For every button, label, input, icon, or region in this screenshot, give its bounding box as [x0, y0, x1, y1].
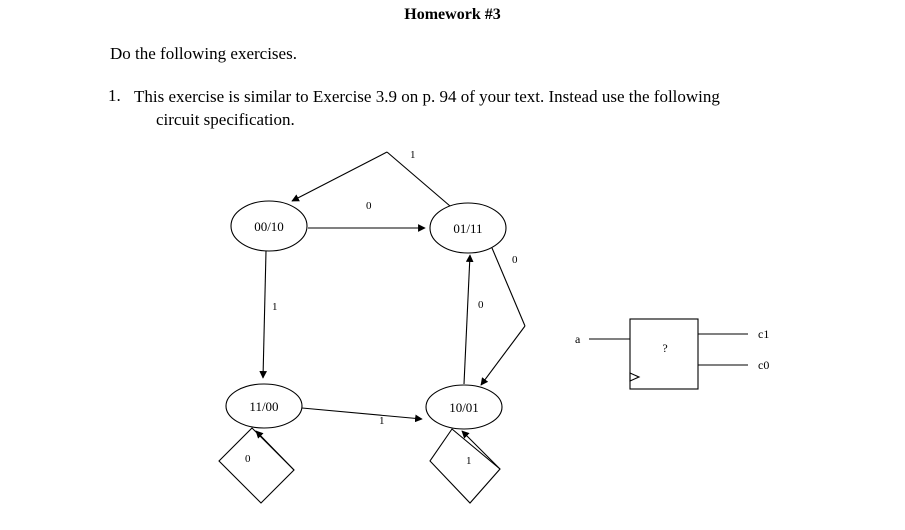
state-node-11: 11/00 — [225, 383, 303, 429]
state-label-00: 00/10 — [254, 219, 284, 234]
edge-label-00-to-01: 0 — [366, 200, 372, 212]
edge-apex-to-00 — [291, 151, 388, 202]
edge-11-to-10 — [301, 407, 423, 423]
edge-11-self-arrow — [255, 430, 295, 471]
edge-10-self-arrow — [461, 430, 501, 470]
edge-label-11-to-10: 1 — [379, 415, 385, 427]
edge-bend-to-10 — [480, 325, 526, 386]
edge-01-to-apex — [386, 151, 451, 207]
state-node-00: 00/10 — [230, 200, 308, 252]
item-line-1: This exercise is similar to Exercise 3.9… — [134, 87, 720, 106]
edge-label-10-self: 1 — [466, 455, 472, 467]
edge-label-00-to-11: 1 — [272, 301, 278, 313]
state-label-01: 01/11 — [453, 221, 482, 236]
state-label-10: 10/01 — [449, 400, 479, 415]
figure-svg: 00/10 01/11 11/00 10/01 1 0 — [218, 149, 769, 504]
edge-label-01-right: 0 — [512, 254, 518, 266]
exercise-item-1: 1. This exercise is similar to Exercise … — [108, 86, 848, 132]
edge-label-10-to-01: 0 — [478, 299, 484, 311]
item-number: 1. — [108, 86, 121, 105]
output-label-c1: c1 — [758, 327, 769, 341]
item-line-2: circuit specification. — [156, 109, 295, 129]
edge-11-self-loop — [218, 427, 295, 504]
intro-paragraph: Do the following exercises. — [110, 44, 297, 63]
block-box-label: ? — [662, 341, 667, 355]
state-node-10: 10/01 — [425, 384, 503, 430]
page-title: Homework #3 — [404, 6, 501, 23]
edge-10-to-01 — [463, 254, 474, 385]
state-label-11: 11/00 — [249, 399, 278, 414]
block-box — [629, 318, 699, 390]
edge-10-self-loop — [429, 428, 501, 504]
edge-label-top: 1 — [410, 149, 416, 161]
figure-area: 00/10 01/11 11/00 10/01 1 0 — [0, 130, 905, 530]
block-diagram: ? a c1 c0 — [575, 318, 769, 390]
edge-00-to-11 — [259, 250, 268, 379]
input-label-a: a — [575, 332, 581, 346]
clock-triangle-icon — [629, 372, 641, 382]
item-text: This exercise is similar to Exercise 3.9… — [134, 86, 848, 132]
edge-01-to-bend — [491, 247, 526, 327]
state-node-01: 01/11 — [429, 202, 507, 254]
output-label-c0: c0 — [758, 358, 769, 372]
edge-label-11-self: 0 — [245, 453, 251, 465]
